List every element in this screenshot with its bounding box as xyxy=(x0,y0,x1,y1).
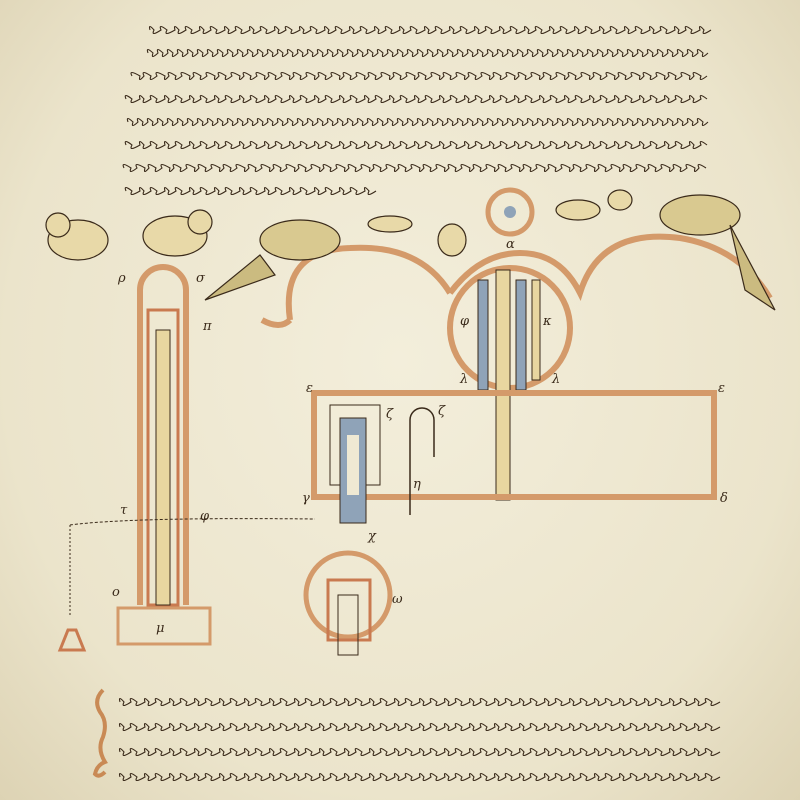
central-wheel xyxy=(447,187,573,501)
handwritten-line xyxy=(118,747,721,757)
handwritten-line xyxy=(146,48,709,58)
handwritten-line xyxy=(126,117,709,127)
water-column xyxy=(57,264,316,652)
label-delta: δ xyxy=(720,491,728,506)
label-phi-left: φ xyxy=(460,314,470,329)
label-pi: π xyxy=(202,319,212,334)
handwritten-line xyxy=(118,722,721,732)
label-rho: ρ xyxy=(117,271,126,286)
bird-figures xyxy=(45,189,776,311)
label-phi-lower: φ xyxy=(200,509,210,524)
label-gamma: γ xyxy=(302,491,310,506)
label-tau: τ xyxy=(120,503,128,518)
lower-wheel xyxy=(303,550,393,656)
label-epsilon-left: ε xyxy=(306,381,313,396)
label-sigma: σ xyxy=(196,271,206,286)
label-mu: μ xyxy=(156,621,164,636)
label-eta: η xyxy=(413,477,421,492)
handwritten-line xyxy=(122,163,707,173)
label-omicron: ο xyxy=(112,585,120,600)
label-lambda-right: λ xyxy=(551,372,560,387)
handwritten-line xyxy=(124,186,377,196)
diagram-labels: ρ σ π α φ κ λ λ ε ε δ γ ζ ζ η χ ω τ φ ο … xyxy=(112,237,728,636)
handwritten-text-bottom xyxy=(118,697,721,782)
handwritten-text-top xyxy=(122,25,712,196)
label-lambda-left: λ xyxy=(459,372,468,387)
handwritten-line xyxy=(118,697,721,707)
label-chi: χ xyxy=(367,529,377,544)
arch-frame xyxy=(260,233,773,328)
water-basin xyxy=(311,390,717,524)
label-alpha: α xyxy=(506,237,515,252)
initial-letter xyxy=(92,688,108,778)
handwritten-line xyxy=(124,94,708,104)
handwritten-line xyxy=(124,140,708,150)
handwritten-line xyxy=(130,71,708,81)
label-kappa: κ xyxy=(542,314,552,329)
label-zeta-right: ζ xyxy=(438,404,446,419)
handwritten-line xyxy=(148,25,712,35)
label-omega: ω xyxy=(392,592,403,607)
handwritten-line xyxy=(118,772,721,782)
label-zeta-left: ζ xyxy=(386,407,394,422)
label-epsilon-right: ε xyxy=(718,381,725,396)
